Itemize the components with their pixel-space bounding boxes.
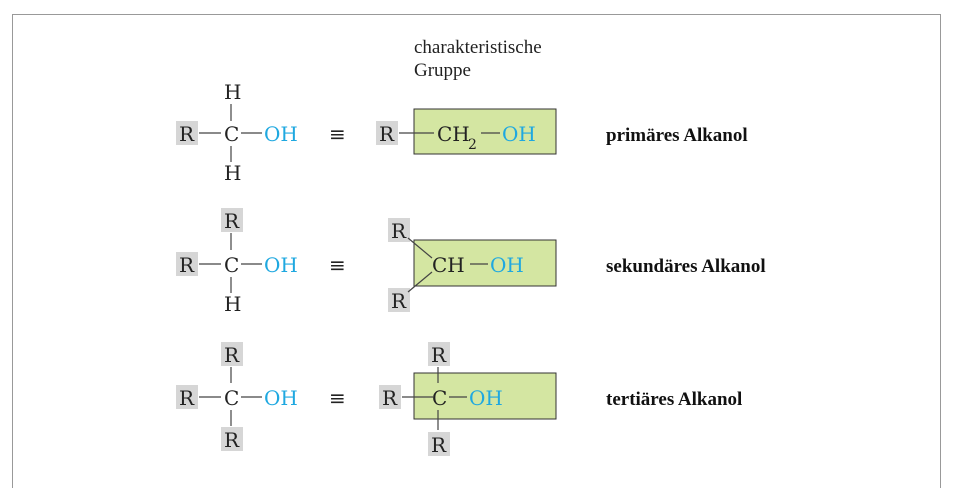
label-tertiary: tertiäres Alkanol	[606, 389, 742, 410]
atom-r: R	[179, 253, 195, 277]
row-tertiary: R R C OH R ≡ R R C OH R tertiäres Alkano…	[176, 342, 742, 457]
hydroxyl-oh: OH	[264, 253, 298, 277]
atom-h-top: H	[224, 80, 241, 104]
atom-c: C	[432, 386, 447, 410]
r-box	[379, 385, 401, 409]
hydroxyl-oh: OH	[264, 386, 298, 410]
characteristic-group-box	[413, 108, 557, 155]
atom-h-bottom: H	[224, 292, 241, 316]
equivalence-sign: ≡	[329, 386, 346, 410]
hydroxyl-oh: OH	[502, 122, 536, 146]
atom-r: R	[391, 219, 407, 243]
atom-r: R	[379, 122, 395, 146]
subscript-2: 2	[468, 137, 477, 153]
characteristic-group-box	[413, 239, 557, 287]
equivalence-sign: ≡	[329, 253, 346, 277]
r-box	[176, 252, 198, 276]
r-box	[388, 288, 410, 312]
equivalence-sign: ≡	[329, 122, 346, 146]
r-box	[221, 427, 243, 451]
label-primary: primäres Alkanol	[606, 125, 748, 146]
atom-r: R	[179, 122, 195, 146]
bond	[407, 237, 433, 259]
atom-r: R	[224, 428, 240, 452]
r-box	[428, 342, 450, 366]
atom-c: C	[224, 253, 239, 277]
hydroxyl-oh: OH	[490, 253, 524, 277]
r-box	[221, 208, 243, 232]
atom-r: R	[431, 343, 447, 367]
r-box	[176, 121, 198, 145]
atom-r: R	[382, 386, 398, 410]
atom-c: C	[224, 122, 239, 146]
r-box	[176, 385, 198, 409]
atom-ch2: CH	[437, 122, 470, 146]
atom-r: R	[179, 386, 195, 410]
atom-r: R	[224, 343, 240, 367]
r-box	[221, 342, 243, 366]
atom-h-bottom: H	[224, 161, 241, 185]
hydroxyl-oh: OH	[469, 386, 503, 410]
r-box	[376, 121, 398, 145]
atom-c: C	[224, 386, 239, 410]
row-secondary: R R C OH H ≡ R R CH OH sekundäres Alkano…	[176, 208, 766, 316]
atom-r: R	[431, 433, 447, 457]
figure-frame	[12, 14, 941, 488]
atom-r: R	[391, 289, 407, 313]
r-box	[428, 432, 450, 456]
header-line2: Gruppe	[414, 60, 471, 81]
row-primary: R C OH H H ≡ R CH 2 OH primäres Alkanol	[176, 80, 748, 185]
alkanol-diagram: charakteristische Gruppe R C OH H H ≡ R …	[176, 37, 766, 457]
hydroxyl-oh: OH	[264, 122, 298, 146]
r-box	[388, 218, 410, 242]
label-secondary: sekundäres Alkanol	[606, 256, 766, 277]
atom-ch: CH	[432, 253, 465, 277]
atom-r: R	[224, 209, 240, 233]
bond	[407, 271, 433, 293]
header-line1: charakteristische	[414, 37, 542, 58]
